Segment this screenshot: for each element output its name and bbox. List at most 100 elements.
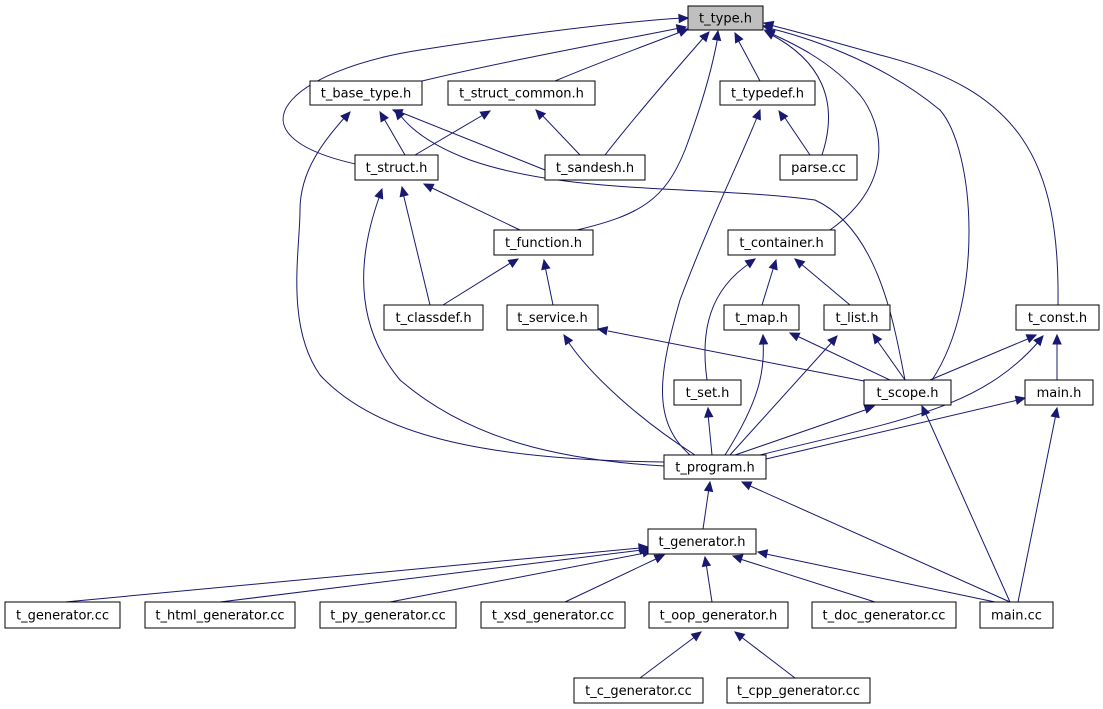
node-box xyxy=(723,304,800,331)
edge-t_typedef_h-to-t_type_h xyxy=(734,31,761,82)
edge-t_scope_h-to-t_const_h xyxy=(929,334,1038,381)
node-t-generator-h[interactable]: t_generator.h xyxy=(647,528,757,555)
edge-t_program_h-to-t_scope_h xyxy=(734,404,876,456)
node-box xyxy=(447,80,596,106)
edge-main_cc-to-t_generator_h xyxy=(756,549,996,603)
node-t-sandesh-h[interactable]: t_sandesh.h xyxy=(544,154,646,181)
node-t-classdef-h[interactable]: t_classdef.h xyxy=(383,304,484,331)
node-label: t_doc_generator.cc xyxy=(823,609,946,624)
node-t-struct-h[interactable]: t_struct.h xyxy=(354,154,439,181)
edge-line xyxy=(734,408,869,456)
edge-t_struct_h-to-t_base_type_h xyxy=(379,110,406,156)
node-label: t_program.h xyxy=(675,461,754,476)
node-t-oop-generator-h[interactable]: t_oop_generator.h xyxy=(648,601,789,629)
node-label: t_typedef.h xyxy=(731,87,804,102)
node-t-typedef-h[interactable]: t_typedef.h xyxy=(719,80,816,106)
node-t-container-h[interactable]: t_container.h xyxy=(727,229,836,256)
node-label: t_function.h xyxy=(505,236,582,251)
node-t-html-generator-cc[interactable]: t_html_generator.cc xyxy=(144,601,296,629)
arrow-head-icon xyxy=(788,332,801,342)
arrow-head-icon xyxy=(399,185,409,198)
edge-t_map_h-to-t_container_h xyxy=(761,258,778,306)
edge-t_sandesh_h-to-t_struct_common_h xyxy=(535,109,581,156)
node-box xyxy=(811,601,957,629)
node-main-h[interactable]: main.h xyxy=(1024,379,1094,406)
node-t-struct-common-h[interactable]: t_struct_common.h xyxy=(447,80,596,106)
edge-t_py_generator_cc-to-t_generator_h xyxy=(389,548,654,603)
node-t-map-h[interactable]: t_map.h xyxy=(723,304,800,331)
node-box xyxy=(979,601,1054,629)
edge-line xyxy=(707,413,713,456)
arrow-head-icon xyxy=(756,549,769,559)
edge-t_classdef_h-to-t_struct_h xyxy=(399,185,431,306)
node-label: t_oop_generator.h xyxy=(660,609,778,624)
arrow-head-icon xyxy=(731,554,744,564)
node-t-set-h[interactable]: t_set.h xyxy=(673,379,742,406)
node-t-scope-h[interactable]: t_scope.h xyxy=(863,379,952,406)
edge-line xyxy=(540,113,581,156)
node-label: t_sandesh.h xyxy=(556,161,634,176)
node-t-c-generator-cc[interactable]: t_c_generator.cc xyxy=(573,677,704,704)
edge-line xyxy=(704,262,751,381)
node-label: t_generator.cc xyxy=(16,609,109,624)
node-t-list-h[interactable]: t_list.h xyxy=(823,304,891,331)
node-box xyxy=(663,454,767,480)
node-box xyxy=(673,379,742,406)
node-box xyxy=(144,601,296,629)
edge-t_doc_generator_cc-to-t_generator_h xyxy=(731,554,876,603)
edge-t_service_h-to-t_function_h xyxy=(541,258,554,306)
edge-line xyxy=(724,339,764,456)
node-t-type-h[interactable]: t_type.h xyxy=(687,5,764,31)
node-box xyxy=(779,154,858,181)
edge-line xyxy=(282,17,683,166)
node-box xyxy=(1024,379,1094,406)
edge-t_program_h-to-t_list_h xyxy=(729,335,838,456)
arrow-head-icon xyxy=(827,335,838,347)
node-t-base-type-h[interactable]: t_base_type.h xyxy=(309,80,423,106)
arrow-head-icon xyxy=(711,29,722,42)
edge-t_cpp_generator_cc-to-t_oop_generator_h xyxy=(734,631,796,679)
node-t-program-h[interactable]: t_program.h xyxy=(663,454,767,480)
node-main-cc[interactable]: main.cc xyxy=(979,601,1054,629)
node-box xyxy=(354,154,439,181)
node-t-service-h[interactable]: t_service.h xyxy=(506,304,599,331)
node-label: t_type.h xyxy=(699,12,752,27)
arrow-head-icon xyxy=(507,258,520,269)
node-t-const-h[interactable]: t_const.h xyxy=(1015,304,1100,331)
edge-t_sandesh_h-to-t_type_h xyxy=(604,31,710,156)
edge-line xyxy=(761,265,775,306)
node-t-cpp-generator-cc[interactable]: t_cpp_generator.cc xyxy=(726,677,871,704)
node-box xyxy=(573,677,704,704)
edge-t_list_h-to-t_container_h xyxy=(794,258,851,306)
node-label: t_html_generator.cc xyxy=(155,609,284,624)
edge-line xyxy=(219,549,643,603)
node-label: t_scope.h xyxy=(876,386,938,401)
node-t-py-generator-cc[interactable]: t_py_generator.cc xyxy=(319,601,457,629)
node-box xyxy=(4,601,121,629)
arrow-head-icon xyxy=(479,110,492,120)
arrow-head-icon xyxy=(744,258,757,269)
edge-line xyxy=(382,116,406,156)
node-box xyxy=(544,154,646,181)
node-label: t_const.h xyxy=(1028,311,1087,326)
edge-t_base_type_h-to-t_type_h xyxy=(421,24,688,82)
node-box xyxy=(823,304,891,331)
edge-t_program_h-to-t_base_type_h xyxy=(296,111,665,463)
node-t-generator-cc[interactable]: t_generator.cc xyxy=(4,601,121,629)
arrow-head-icon xyxy=(768,258,778,271)
edge-t_program_h-to-t_map_h xyxy=(724,333,769,456)
arrow-head-icon xyxy=(340,111,351,123)
node-t-function-h[interactable]: t_function.h xyxy=(493,229,594,256)
arrow-head-icon xyxy=(794,258,806,269)
node-label: t_list.h xyxy=(835,311,878,326)
arrow-head-icon xyxy=(872,332,883,345)
edge-line xyxy=(799,262,851,306)
node-box xyxy=(480,601,626,629)
node-box xyxy=(309,80,423,106)
edge-parse_cc-to-t_typedef_h xyxy=(778,109,811,156)
node-parse-cc[interactable]: parse.cc xyxy=(779,154,858,181)
node-t-xsd-generator-cc[interactable]: t_xsd_generator.cc xyxy=(480,601,626,629)
edge-line xyxy=(554,30,684,82)
node-t-doc-generator-cc[interactable]: t_doc_generator.cc xyxy=(811,601,957,629)
arrow-head-icon xyxy=(394,109,405,121)
